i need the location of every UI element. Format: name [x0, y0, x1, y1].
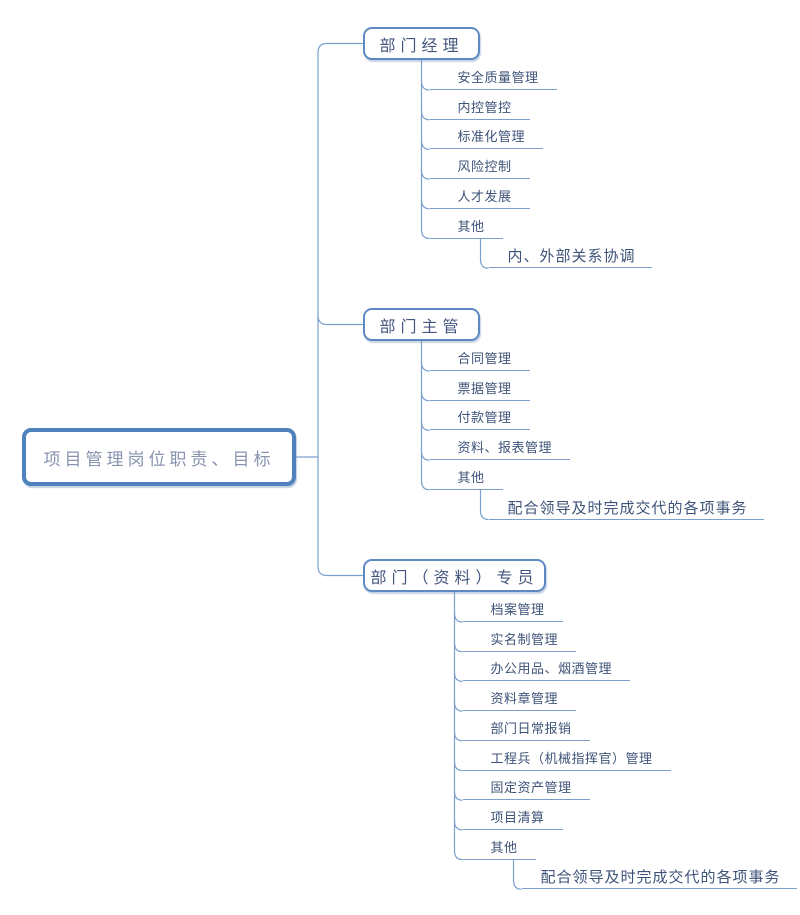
item-standardization-mgmt[interactable]: 标准化管理 — [429, 127, 544, 150]
item-data-report-mgmt[interactable]: 资料、报表管理 — [429, 438, 571, 461]
item-talent-development[interactable]: 人才发展 — [429, 187, 530, 209]
item-other[interactable]: 其他 — [429, 217, 503, 239]
item-assist-leader-tasks[interactable]: 配合领导及时完成交代的各项事务 — [488, 498, 764, 520]
branch-box-dept-data-specialist[interactable]: 部门（资料）专员 — [363, 559, 546, 592]
item-fixed-asset-mgmt[interactable]: 固定资产管理 — [462, 778, 590, 801]
item-bill-mgmt[interactable]: 票据管理 — [429, 379, 530, 401]
item-office-supplies-tobacco-mgmt[interactable]: 办公用品、烟酒管理 — [462, 659, 631, 682]
item-payment-mgmt[interactable]: 付款管理 — [429, 408, 530, 431]
item-data-seal-mgmt[interactable]: 资料章管理 — [462, 689, 577, 712]
item-other[interactable]: 其他 — [429, 468, 503, 490]
item-safety-quality-mgmt[interactable]: 安全质量管理 — [429, 68, 557, 90]
item-internal-control-mgmt[interactable]: 内控管控 — [429, 98, 530, 120]
item-risk-control[interactable]: 风险控制 — [429, 157, 530, 180]
item-contract-mgmt[interactable]: 合同管理 — [429, 349, 530, 371]
root-topic[interactable]: 项目管理岗位职责、目标 — [22, 428, 296, 486]
item-archive-mgmt[interactable]: 档案管理 — [462, 600, 563, 622]
item-internal-external-relations[interactable]: 内、外部关系协调 — [488, 246, 652, 269]
item-daily-reimbursement[interactable]: 部门日常报销 — [462, 719, 590, 741]
branch-box-dept-manager[interactable]: 部门经理 — [363, 27, 480, 60]
branch-box-dept-supervisor[interactable]: 部门主管 — [363, 308, 480, 341]
item-machinery-commander-mgmt[interactable]: 工程兵（机械指挥官）管理 — [462, 749, 671, 771]
item-assist-leader-tasks[interactable]: 配合领导及时完成交代的各项事务 — [521, 867, 797, 890]
item-real-name-mgmt[interactable]: 实名制管理 — [462, 630, 577, 652]
item-project-settlement[interactable]: 项目清算 — [462, 808, 563, 830]
item-other[interactable]: 其他 — [462, 838, 536, 860]
